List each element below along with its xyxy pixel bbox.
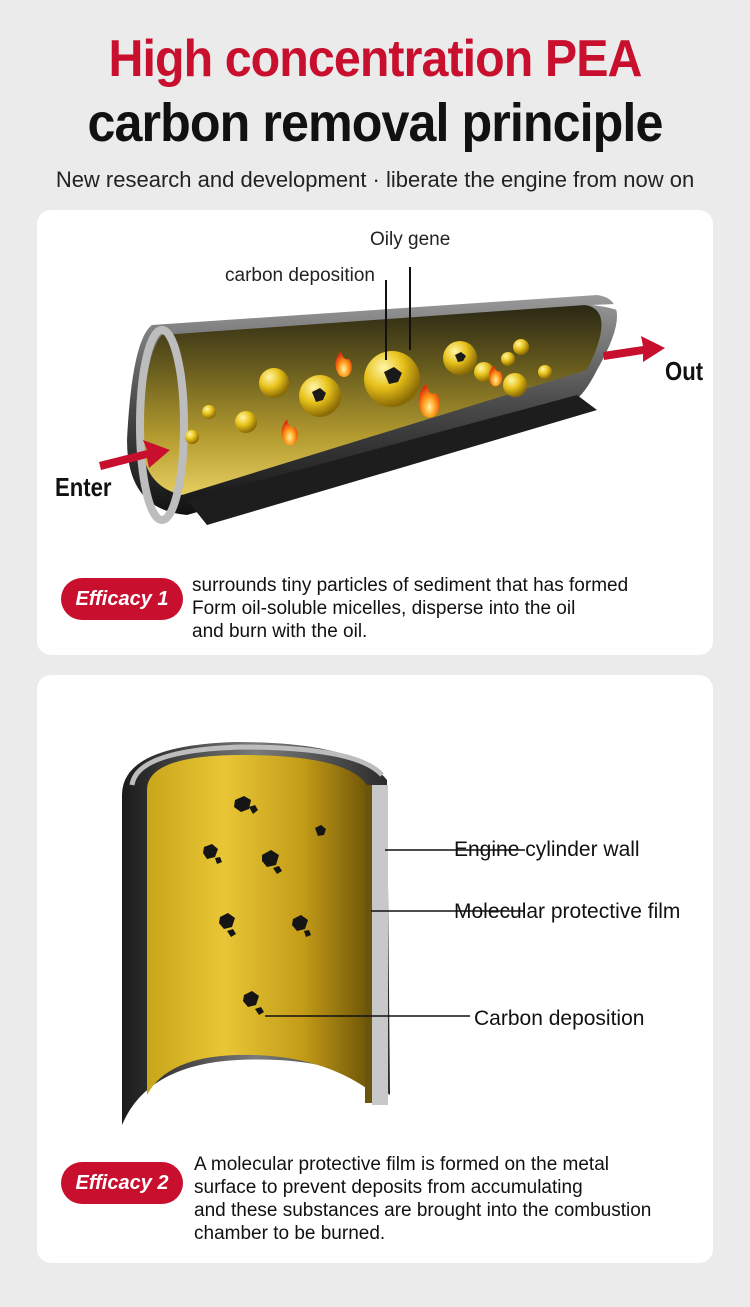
pipe-illustration — [99, 267, 713, 525]
description-line: and burn with the oil. — [192, 621, 368, 642]
carbon-deposition-label: Carbon deposition — [474, 1007, 645, 1030]
protective-film-label: Molecular protective film — [454, 900, 681, 923]
out-label: Out — [665, 356, 704, 386]
cylinder-illustration — [122, 742, 525, 1125]
efficacy-2-badge: Efficacy 2 — [61, 1162, 183, 1204]
title-line-2: carbon removal principle — [87, 93, 664, 153]
enter-label: Enter — [55, 472, 112, 502]
efficacy-1-description: surrounds tiny particles of sediment tha… — [192, 574, 628, 643]
efficacy-2-card: Engine cylinder wall Molecular protectiv… — [37, 675, 713, 1263]
subtitle: New research and development · liberate … — [55, 167, 695, 192]
description-line: chamber to be burned. — [194, 1223, 386, 1244]
title-line-1: High concentration PEA — [108, 30, 642, 88]
flames — [281, 351, 503, 445]
description-line: surrounds tiny particles of sediment tha… — [192, 575, 629, 596]
cylinder-wall-label: Engine cylinder wall — [454, 838, 640, 861]
description-line: surface to prevent deposits from accumul… — [194, 1177, 583, 1198]
out-arrow-icon — [603, 336, 665, 362]
description-line: and these substances are brought into th… — [194, 1200, 652, 1221]
efficacy-1-badge: Efficacy 1 — [61, 578, 183, 620]
carbon-particles — [203, 796, 326, 1015]
enter-arrow-icon — [99, 440, 170, 470]
carbon-deposition-label: carbon deposition — [225, 265, 375, 286]
description-line: Form oil-soluble micelles, disperse into… — [192, 598, 576, 619]
oil-bubbles — [185, 339, 552, 444]
oily-gene-label: Oily gene — [370, 229, 451, 250]
efficacy-1-card: Oily gene carbon deposition Enter Out Ef… — [37, 210, 713, 655]
description-line: A molecular protective film is formed on… — [194, 1154, 610, 1175]
efficacy-2-description: A molecular protective film is formed on… — [194, 1153, 651, 1245]
